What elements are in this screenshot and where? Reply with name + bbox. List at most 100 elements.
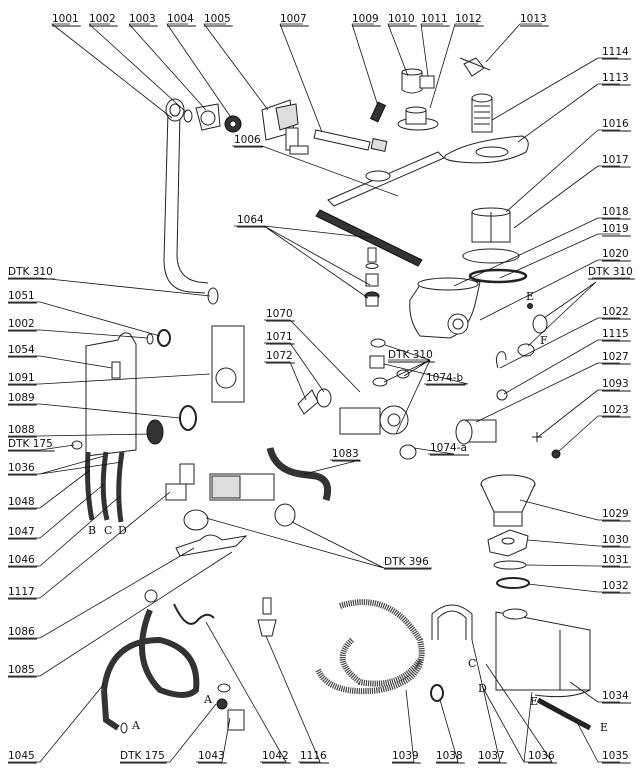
- part-1054-water-tank: [85, 332, 137, 457]
- letter-d-tank: D: [478, 682, 487, 695]
- label-1037: 1037: [478, 750, 505, 762]
- letter-c: C: [104, 524, 112, 537]
- part-1009-clip: [369, 101, 387, 123]
- label-1047: 1047: [8, 526, 35, 538]
- label-1034: 1034: [602, 690, 629, 702]
- label-1089: 1089: [8, 392, 35, 404]
- part-1116: [257, 597, 277, 637]
- label-1054: 1054: [8, 344, 35, 356]
- part-1013-sensor: [459, 57, 491, 77]
- part-1072-connector: [297, 389, 319, 415]
- label-1045: 1045: [8, 750, 35, 762]
- label-1016: 1016: [602, 118, 629, 130]
- label-otk396: DTK 396: [384, 556, 429, 568]
- part-1032-nut: [496, 577, 530, 589]
- label-1003: 1003: [129, 13, 156, 25]
- part-1048-1046-hoses: [85, 451, 125, 523]
- part-1074-b: [369, 355, 385, 369]
- label-otk175-bottom: DTK 175: [120, 750, 165, 762]
- letter-e-top: E: [526, 290, 534, 303]
- part-1115: [496, 389, 508, 401]
- label-1035: 1035: [602, 750, 629, 762]
- part-1064-lower-spray-arm: [315, 209, 423, 307]
- label-1018: 1018: [602, 206, 629, 218]
- part-1071-gasket: [316, 388, 332, 408]
- part-1022-u-clip: [495, 351, 507, 369]
- label-1036-left: 1036: [8, 462, 35, 474]
- part-1019-gasket: [468, 268, 528, 284]
- part-1027-pump: [455, 419, 497, 445]
- letter-e-hose: E: [600, 721, 608, 734]
- label-1074-b: 1074-b: [426, 372, 464, 384]
- part-1020: [527, 303, 533, 309]
- label-1074-a: 1074-a: [430, 442, 467, 454]
- label-1046: 1046: [8, 554, 35, 566]
- label-1071: 1071: [266, 331, 293, 343]
- label-1010: 1010: [388, 13, 415, 25]
- letter-e-tank: E: [530, 695, 538, 708]
- part-flow-heater: [209, 473, 275, 501]
- part-1043-valve: [216, 683, 245, 731]
- part-1088-cap: [146, 419, 164, 445]
- part-1042-cable: [173, 603, 215, 625]
- label-1072: 1072: [266, 350, 293, 362]
- label-1039: 1039: [392, 750, 419, 762]
- part-1004-nut: [224, 115, 242, 133]
- part-1016-coarse-filter: [471, 207, 511, 243]
- label-1012: 1012: [455, 13, 482, 25]
- label-1114: 1114: [602, 46, 629, 58]
- label-1029: 1029: [602, 508, 629, 520]
- clamp-otk310-right-1: [532, 314, 548, 334]
- letter-c-tank: C: [468, 657, 476, 670]
- clamp-otk396-2: [274, 503, 296, 527]
- label-1086: 1086: [8, 626, 35, 638]
- clamp-otk310-mid-2: [372, 377, 388, 387]
- part-1038-ring: [430, 684, 444, 702]
- label-1036-bottom: 1036: [528, 750, 555, 762]
- label-otk310-left: DTK 310: [8, 266, 53, 278]
- part-sump: [409, 277, 481, 339]
- part-1034-salt-tank: [495, 608, 591, 698]
- label-underlines: [8, 25, 635, 764]
- part-1010-holder: [401, 68, 435, 94]
- part-1018-ring: [462, 248, 520, 264]
- letter-a-valve: A: [203, 693, 213, 706]
- label-1091: 1091: [8, 372, 35, 384]
- label-1115: 1115: [602, 328, 629, 340]
- part-1037-bracket: [431, 604, 473, 640]
- label-1006: 1006: [234, 134, 261, 146]
- part-1039-drain-hose: [315, 599, 425, 695]
- label-otk175-left: DTK 175: [8, 438, 53, 450]
- part-1085-base-tray: [175, 534, 248, 557]
- part-1005-housing: [261, 99, 309, 155]
- label-1023: 1023: [602, 404, 629, 416]
- label-otk310-mid: DTK 310: [388, 349, 433, 361]
- label-1117: 1117: [8, 586, 35, 598]
- label-1011: 1011: [421, 13, 448, 25]
- part-1089-ring: [179, 405, 197, 431]
- label-1116: 1116: [300, 750, 327, 762]
- label-1083: 1083: [332, 448, 359, 460]
- part-1006-upper-spray-arm: [327, 151, 445, 207]
- part-1007-tube: [313, 129, 388, 152]
- part-1114-filter: [471, 93, 493, 133]
- part-1003-bracket: [195, 103, 221, 131]
- part-1001-drain-pipe: [163, 98, 219, 305]
- clamp-otk310-mid-3: [396, 369, 410, 379]
- part-labels: 1001 1002 1003 1004 1005 1007 1009 1010 …: [8, 13, 633, 762]
- part-1031-washer: [493, 560, 527, 570]
- label-1009: 1009: [352, 13, 379, 25]
- label-1093: 1093: [602, 378, 629, 390]
- letter-d: D: [118, 524, 127, 537]
- label-1030: 1030: [602, 534, 629, 546]
- label-otk310-right: DTK 310: [588, 266, 633, 278]
- label-1020: 1020: [602, 248, 629, 260]
- leader-lines: [8, 23, 630, 763]
- label-1042: 1042: [262, 750, 289, 762]
- part-1093: [532, 432, 542, 442]
- label-1027: 1027: [602, 351, 629, 363]
- label-1017: 1017: [602, 154, 629, 166]
- label-1032: 1032: [602, 580, 629, 592]
- clamp-otk310-right-2: [517, 343, 535, 357]
